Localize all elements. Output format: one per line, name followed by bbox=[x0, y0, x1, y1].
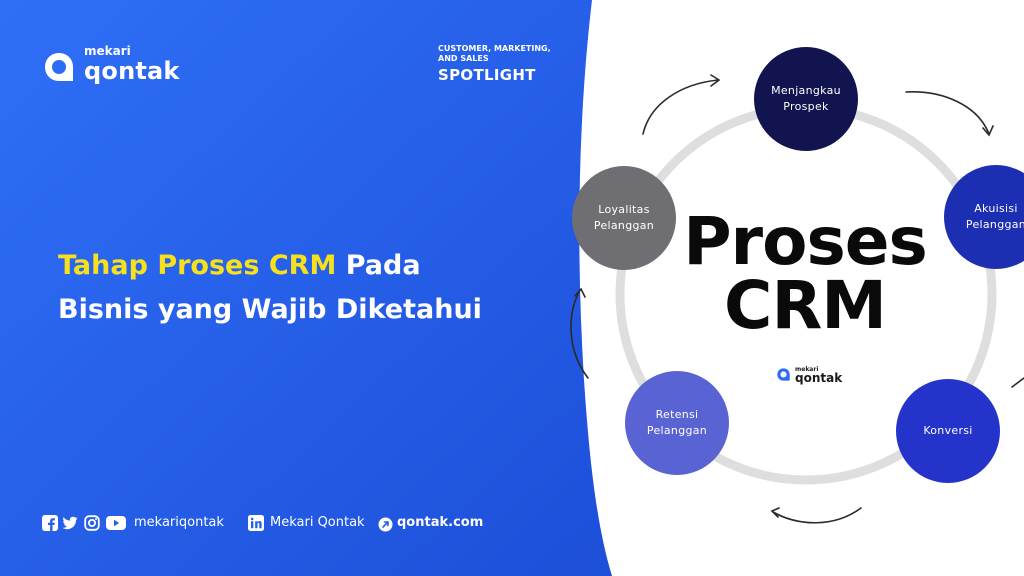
youtube-icon[interactable] bbox=[106, 515, 126, 531]
headline-highlight: Tahap Proses CRM bbox=[58, 250, 337, 281]
cycle-arrow-head bbox=[770, 507, 780, 518]
website-link[interactable]: qontak.com bbox=[397, 515, 484, 530]
stage-label-line: Pelanggan bbox=[646, 424, 708, 437]
social-handle[interactable]: mekariqontak bbox=[134, 515, 224, 530]
linkedin-name[interactable]: Mekari Qontak bbox=[270, 515, 365, 530]
stage-circle-loyalitas bbox=[572, 166, 676, 270]
center-brand-sub: mekari bbox=[795, 366, 819, 373]
stage-circle-akuisisi bbox=[944, 165, 1024, 269]
stage-label-line: Akuisisi bbox=[974, 202, 1018, 215]
link-icon[interactable] bbox=[378, 517, 393, 532]
cycle-arrow-head bbox=[982, 125, 994, 137]
spotlight-title: SPOTLIGHT bbox=[438, 66, 536, 84]
headline-rest: Pada bbox=[336, 250, 421, 281]
cycle-arrow bbox=[642, 79, 719, 135]
stage-label-line: Menjangkau bbox=[771, 84, 841, 97]
cycle-arrow bbox=[772, 507, 862, 524]
cycle-arrow-head bbox=[574, 287, 586, 298]
center-brand-name: qontak bbox=[795, 371, 843, 385]
stage-label-line: Pelanggan bbox=[593, 219, 655, 232]
cycle-arrow bbox=[905, 91, 990, 135]
instagram-icon[interactable] bbox=[84, 515, 100, 531]
stage-label-line: Loyalitas bbox=[598, 203, 650, 216]
linkedin-icon[interactable] bbox=[248, 515, 264, 531]
stage-label-line: Prospek bbox=[783, 100, 829, 113]
center-qontak-logo-icon bbox=[777, 368, 790, 381]
stage-label-konversi: Konversi bbox=[898, 423, 998, 439]
cycle-arrow-head bbox=[710, 74, 721, 87]
stage-label-retensi: Retensi Pelanggan bbox=[627, 407, 727, 439]
brand-sub-label: mekari bbox=[84, 44, 131, 58]
headline-line-1: Tahap Proses CRM Pada bbox=[58, 244, 578, 288]
headline: Tahap Proses CRM Pada Bisnis yang Wajib … bbox=[58, 244, 578, 332]
stage-label-loyalitas: Loyalitas Pelanggan bbox=[574, 202, 674, 234]
stage-label-akuisisi: Akuisisi Pelanggan bbox=[946, 201, 1024, 233]
brand-name: qontak bbox=[84, 57, 180, 85]
spotlight-tagline-line: CUSTOMER, MARKETING, bbox=[438, 44, 551, 53]
spotlight-tagline: CUSTOMER, MARKETING, AND SALES bbox=[438, 44, 568, 64]
qontak-logo-icon bbox=[45, 53, 73, 81]
cycle-arrow bbox=[570, 289, 589, 379]
stage-circle-konversi bbox=[896, 379, 1000, 483]
stage-circle-retensi bbox=[625, 371, 729, 475]
center-title-line-2: CRM bbox=[724, 267, 887, 344]
spotlight-tagline-line: AND SALES bbox=[438, 54, 489, 63]
diagram-center-title: Proses CRM bbox=[660, 203, 950, 344]
stage-label-line: Pelanggan bbox=[965, 218, 1024, 231]
twitter-icon[interactable] bbox=[62, 515, 78, 531]
cycle-arrow bbox=[1011, 377, 1024, 388]
stage-label-line: Konversi bbox=[923, 424, 973, 437]
stage-label-menjangkau: Menjangkau Prospek bbox=[756, 83, 856, 115]
facebook-icon[interactable] bbox=[42, 515, 58, 531]
stage-circle-menjangkau bbox=[754, 47, 858, 151]
center-title-line-1: Proses bbox=[683, 203, 928, 280]
headline-line-2: Bisnis yang Wajib Diketahui bbox=[58, 294, 482, 325]
stage-label-line: Retensi bbox=[655, 408, 699, 421]
